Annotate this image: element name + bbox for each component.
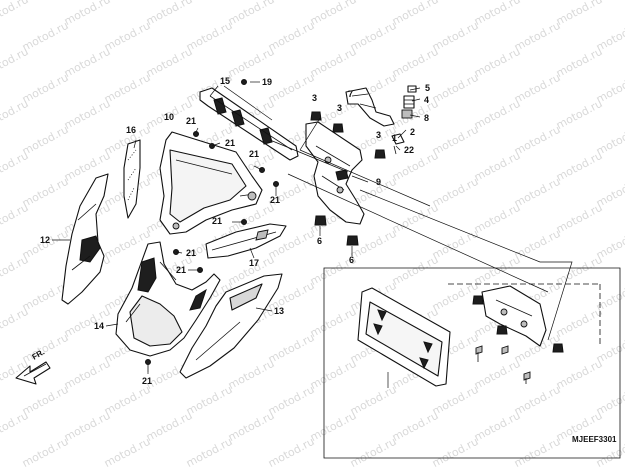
guide-lines bbox=[269, 117, 573, 341]
callout-21-g: 21 bbox=[176, 265, 186, 275]
inset-detail-box bbox=[323, 267, 621, 459]
callout-21-f: 21 bbox=[186, 248, 196, 258]
callout-21-c: 21 bbox=[249, 149, 259, 159]
callout-21-h: 21 bbox=[142, 376, 152, 386]
callout-5: 5 bbox=[425, 83, 430, 93]
callout-1: 1 bbox=[392, 133, 397, 143]
wire-clamp-assembly bbox=[345, 85, 417, 155]
callout-8: 8 bbox=[424, 113, 429, 123]
meter-stay-bracket bbox=[305, 121, 365, 225]
fr-direction-marker: FR. bbox=[15, 347, 51, 385]
callout-13: 13 bbox=[274, 306, 284, 316]
callout-21-a: 21 bbox=[186, 116, 196, 126]
rubber-mounts bbox=[310, 111, 386, 246]
callout-3-c: 3 bbox=[376, 130, 381, 140]
fr-direction-label: FR. bbox=[31, 347, 47, 361]
windscreen bbox=[159, 131, 263, 235]
callout-15: 15 bbox=[220, 76, 230, 86]
callout-22: 22 bbox=[404, 145, 414, 155]
callout-3-b: 3 bbox=[337, 103, 342, 113]
callout-21-b: 21 bbox=[225, 138, 235, 148]
callout-labels: 15 19 5 4 3 3 7 8 3 2 1 22 10 21 21 16 2… bbox=[40, 76, 430, 386]
callout-9: 9 bbox=[376, 177, 381, 187]
side-cowl-right bbox=[179, 273, 283, 379]
inner-panel-right bbox=[205, 223, 287, 259]
front-upper-cowl bbox=[115, 241, 221, 357]
callout-16: 16 bbox=[126, 125, 136, 135]
callout-19: 19 bbox=[262, 77, 272, 87]
callout-7: 7 bbox=[348, 89, 353, 99]
leader-lines bbox=[52, 81, 421, 388]
callout-10: 10 bbox=[164, 112, 174, 122]
upper-stay-bracket bbox=[199, 87, 299, 161]
callout-21-e: 21 bbox=[212, 216, 222, 226]
diagram-code: MJEEF3301 bbox=[572, 435, 617, 444]
callout-21-d: 21 bbox=[270, 195, 280, 205]
callout-3-a: 3 bbox=[312, 93, 317, 103]
inner-panel-left bbox=[123, 139, 141, 219]
side-cowl-left bbox=[61, 173, 109, 305]
callout-12: 12 bbox=[40, 235, 50, 245]
callout-4: 4 bbox=[424, 95, 429, 105]
callout-17: 17 bbox=[249, 258, 259, 268]
callout-6-a: 6 bbox=[317, 236, 322, 246]
callout-6-b: 6 bbox=[349, 255, 354, 265]
callout-2: 2 bbox=[410, 127, 415, 137]
callout-14: 14 bbox=[94, 321, 104, 331]
